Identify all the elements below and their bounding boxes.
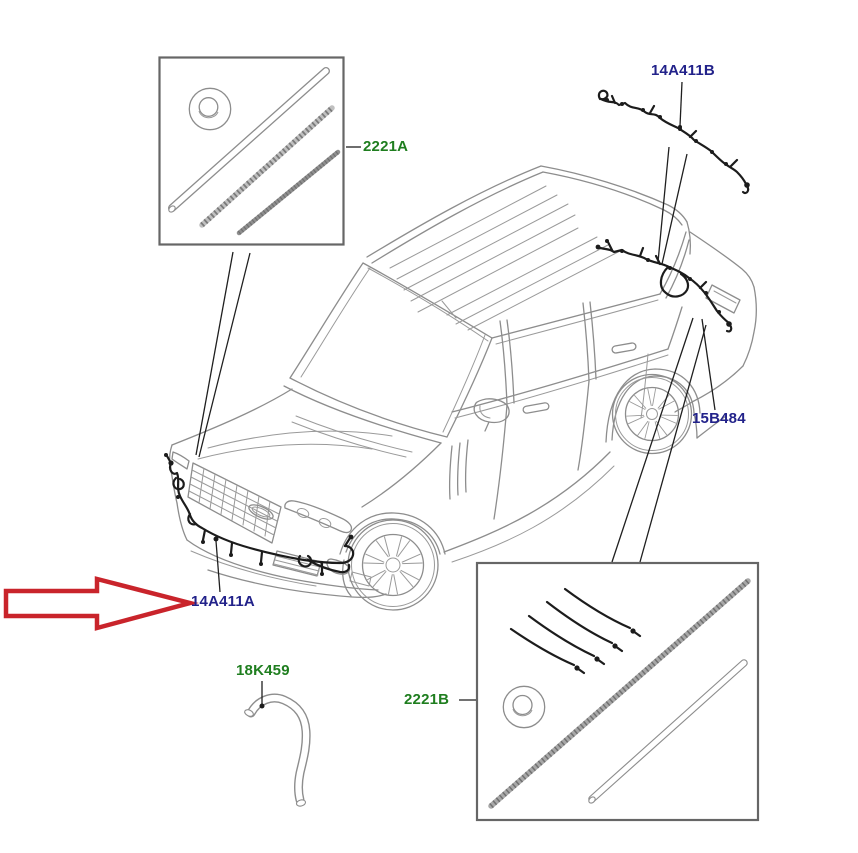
roof-harness-drawing	[597, 89, 750, 195]
kit-box-2221b	[475, 561, 760, 822]
front-bumper-harness-drawing	[164, 453, 355, 576]
leader-lines	[195, 81, 716, 709]
part-label-18k459[interactable]: 18K459	[236, 662, 290, 679]
cable-ties	[509, 587, 642, 675]
rear-quarter-harness-drawing	[595, 239, 733, 333]
part-label-2221b[interactable]: 2221B	[404, 691, 450, 708]
kit-box-2221a	[158, 56, 345, 246]
leader-line-14a411b	[679, 81, 683, 127]
leader-line-boxb-1	[611, 317, 694, 563]
leader-line-boxb-2	[639, 324, 707, 563]
part-label-2221a[interactable]: 2221A	[363, 138, 409, 155]
leader-line-roof-1	[657, 146, 670, 263]
leader-line-boxa-2	[198, 252, 251, 458]
leader-line-boxa-1	[195, 251, 234, 456]
leader-line-roof-2	[661, 153, 688, 265]
part-label-14a411a[interactable]: 14A411A	[191, 593, 255, 610]
highlight-arrow	[3, 576, 199, 631]
part-label-15b484[interactable]: 15B484	[692, 410, 746, 427]
leader-line-15b484	[701, 318, 716, 411]
leader-line-14a411a	[215, 540, 221, 593]
front-wheel	[347, 519, 439, 611]
part-label-14a411b[interactable]: 14A411B	[651, 62, 715, 79]
hose-drawing	[244, 693, 311, 807]
